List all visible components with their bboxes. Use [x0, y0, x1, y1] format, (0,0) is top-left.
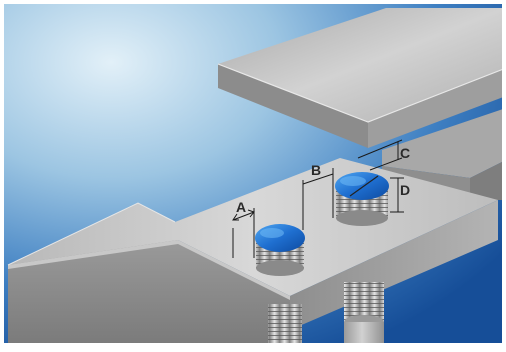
- left-sensor-face: [255, 224, 305, 252]
- dimension-lines: [232, 139, 404, 258]
- left-sensor-shaft: [268, 304, 302, 347]
- sensor-shafts: [268, 282, 384, 347]
- label-c: C: [400, 145, 410, 161]
- label-b: B: [311, 162, 321, 178]
- upper-beam-front-face: [218, 64, 368, 148]
- lower-beam-front-face: [8, 240, 290, 347]
- label-d: D: [400, 182, 410, 198]
- upper-beam-top-face: [218, 8, 506, 122]
- lower-beam-side-face: [290, 200, 498, 330]
- upper-beam: [217, 8, 506, 148]
- label-a: A: [236, 199, 246, 215]
- upper-beam-side-face: [368, 68, 506, 148]
- right-sensor-face: [335, 172, 389, 200]
- right-sensor: [335, 172, 389, 226]
- left-sensor: [255, 224, 305, 276]
